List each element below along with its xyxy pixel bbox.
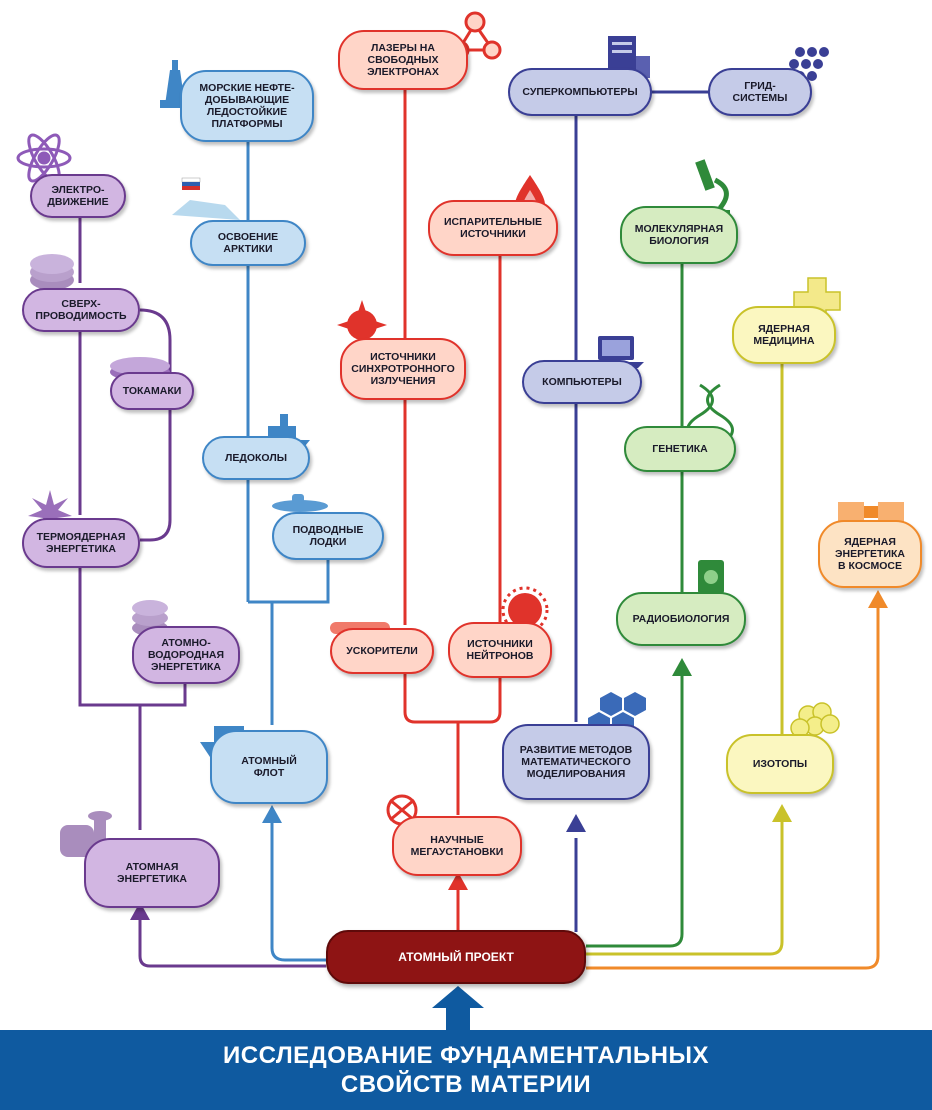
node-supercomputers: СУПЕРКОМПЬЮТЕРЫ xyxy=(508,68,652,116)
node-atomic-fleet: АТОМНЫЙ ФЛОТ xyxy=(210,730,328,804)
submarine-icon xyxy=(272,494,328,512)
connector-root-fleet xyxy=(270,810,326,962)
connector-accel-neutron-loop xyxy=(403,672,502,724)
banner-line-2: СВОЙСТВ МАТЕРИИ xyxy=(340,1071,592,1098)
connector-root-radiobiology xyxy=(586,672,684,948)
orange-connectors xyxy=(586,605,880,970)
node-superconductivity: СВЕРХ- ПРОВОДИМОСТЬ xyxy=(22,288,140,332)
blue-connectors xyxy=(246,140,330,962)
node-arctic-development: ОСВОЕНИЕ АРКТИКИ xyxy=(190,220,306,266)
arrowhead-space xyxy=(868,590,888,608)
starburst-icon xyxy=(28,490,72,532)
node-thermonuclear-energy: ТЕРМОЯДЕРНАЯ ЭНЕРГЕТИКА xyxy=(22,518,140,568)
root-atomic-project: АТОМНЫЙ ПРОЕКТ xyxy=(326,930,586,984)
purple-connectors xyxy=(78,218,326,968)
yellow-connectors xyxy=(586,362,784,956)
node-oil-platforms: МОРСКИЕ НЕФТЕ- ДОБЫВАЮЩИЕ ЛЕДОСТОЙКИЕ ПЛ… xyxy=(180,70,314,142)
footer-banner: ИССЛЕДОВАНИЕ ФУНДАМЕНТАЛЬНЫХ СВОЙСТВ МАТ… xyxy=(0,1030,932,1110)
node-atomic-hydrogen-energy: АТОМНО- ВОДОРОДНАЯ ЭНЕРГЕТИКА xyxy=(132,626,240,684)
node-math-modeling: РАЗВИТИЕ МЕТОДОВ МАТЕМАТИЧЕСКОГО МОДЕЛИР… xyxy=(502,724,650,800)
connector-hydrogen-trunk xyxy=(140,680,187,707)
node-free-electron-lasers: ЛАЗЕРЫ НА СВОБОДНЫХ ЭЛЕКТРОНАХ xyxy=(338,30,468,90)
connector-fleet-submarines xyxy=(248,552,330,604)
connector-root-atomic-energy xyxy=(138,915,326,968)
node-tokamaks: ТОКАМАКИ xyxy=(110,372,194,410)
node-neutron-sources: ИСТОЧНИКИ НЕЙТРОНОВ xyxy=(448,622,552,678)
isotope-spheres-icon xyxy=(790,702,840,738)
neutron-burst-icon xyxy=(501,586,549,634)
arrowhead-mega xyxy=(448,872,468,890)
bio-container-icon xyxy=(698,560,724,594)
node-nuclear-medicine: ЯДЕРНАЯ МЕДИЦИНА xyxy=(732,306,836,364)
big-up-arrow xyxy=(432,986,484,1030)
arrowhead-fleet xyxy=(262,805,282,823)
node-scientific-megafacilities: НАУЧНЫЕ МЕГАУСТАНОВКИ xyxy=(392,816,522,876)
connector-atomic-energy-hydrogen xyxy=(78,560,142,830)
node-accelerators: УСКОРИТЕЛИ xyxy=(330,628,434,674)
connector-root-space xyxy=(586,605,880,970)
superconductor-magnet-icon xyxy=(30,254,74,290)
arctic-flag-icon xyxy=(172,177,240,220)
node-grid-systems: ГРИД-СИСТЕМЫ xyxy=(708,68,812,116)
green-connectors xyxy=(586,262,684,948)
node-evaporative-sources: ИСПАРИТЕЛЬНЫЕ ИСТОЧНИКИ xyxy=(428,200,558,256)
connector-super-tokamak-loop xyxy=(139,308,172,542)
node-genetics: ГЕНЕТИКА xyxy=(624,426,736,472)
arrowhead-radiobiology xyxy=(672,658,692,676)
arrowhead-atomic-energy xyxy=(130,902,150,920)
node-computers: КОМПЬЮТЕРЫ xyxy=(522,360,642,404)
node-space-nuclear-energy: ЯДЕРНАЯ ЭНЕРГЕТИКА В КОСМОСЕ xyxy=(818,520,922,588)
node-isotopes: ИЗОТОПЫ xyxy=(726,734,834,794)
arrowhead-isotopes xyxy=(772,804,792,822)
node-synchrotron-sources: ИСТОЧНИКИ СИНХРОТРОННОГО ИЗЛУЧЕНИЯ xyxy=(340,338,466,400)
power-plant-icon xyxy=(60,811,112,857)
arrowhead-math xyxy=(566,814,586,832)
node-molecular-biology: МОЛЕКУЛЯРНАЯ БИОЛОГИЯ xyxy=(620,206,738,264)
banner-line-1: ИССЛЕДОВАНИЕ ФУНДАМЕНТАЛЬНЫХ xyxy=(223,1042,709,1069)
navy-connectors xyxy=(574,90,715,932)
node-atomic-energy: АТОМНАЯ ЭНЕРГЕТИКА xyxy=(84,838,220,908)
satellite-icon xyxy=(838,502,904,522)
connector-root-isotopes xyxy=(586,818,784,956)
node-icebreakers: ЛЕДОКОЛЫ xyxy=(202,436,310,480)
node-radiobiology: РАДИОБИОЛОГИЯ xyxy=(616,592,746,646)
node-submarines: ПОДВОДНЫЕ ЛОДКИ xyxy=(272,512,384,560)
node-electromotion: ЭЛЕКТРО- ДВИЖЕНИЕ xyxy=(30,174,126,218)
